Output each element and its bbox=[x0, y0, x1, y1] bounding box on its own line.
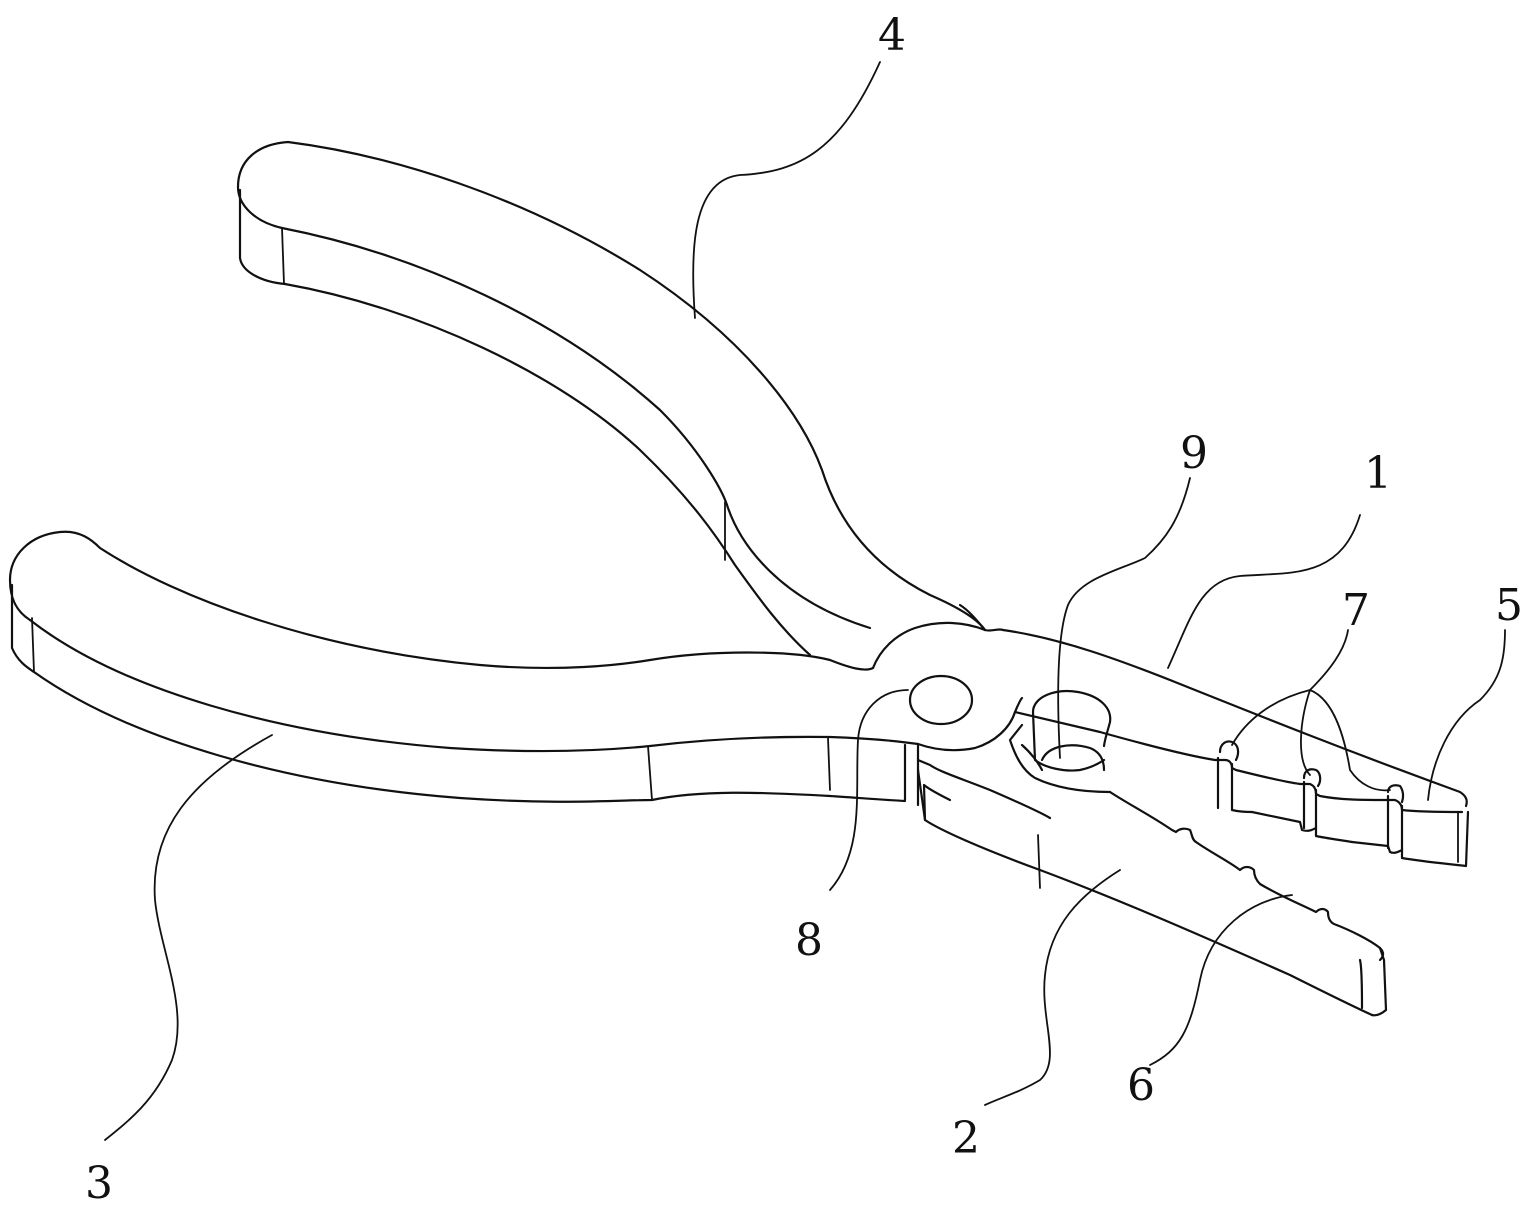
label-6: 6 bbox=[1127, 1060, 1155, 1111]
leader-6 bbox=[1150, 895, 1292, 1065]
lower-handle bbox=[10, 532, 918, 802]
label-3: 3 bbox=[85, 1158, 113, 1209]
leader-7d bbox=[1310, 630, 1348, 690]
upper-handle bbox=[238, 142, 985, 655]
lower-jaw bbox=[918, 725, 1386, 1015]
label-5: 5 bbox=[1495, 580, 1523, 631]
leader-1 bbox=[1168, 515, 1360, 668]
label-4: 4 bbox=[878, 10, 906, 61]
label-1: 1 bbox=[1364, 448, 1392, 499]
leader-3 bbox=[105, 735, 272, 1140]
label-9: 9 bbox=[1180, 428, 1208, 479]
label-7: 7 bbox=[1342, 585, 1370, 636]
reference-numerals: 4 9 1 7 5 8 6 2 3 bbox=[85, 10, 1523, 1209]
leader-4 bbox=[693, 62, 880, 318]
leader-2 bbox=[985, 870, 1120, 1105]
leader-9 bbox=[1058, 478, 1190, 758]
leader-7a bbox=[1232, 690, 1310, 745]
pivot-hole bbox=[910, 676, 972, 724]
label-2: 2 bbox=[952, 1113, 980, 1164]
label-8: 8 bbox=[795, 915, 823, 966]
pivot-joint bbox=[873, 605, 1022, 805]
leader-8 bbox=[830, 690, 908, 890]
upper-jaw bbox=[1003, 630, 1468, 866]
leader-5 bbox=[1428, 630, 1505, 800]
